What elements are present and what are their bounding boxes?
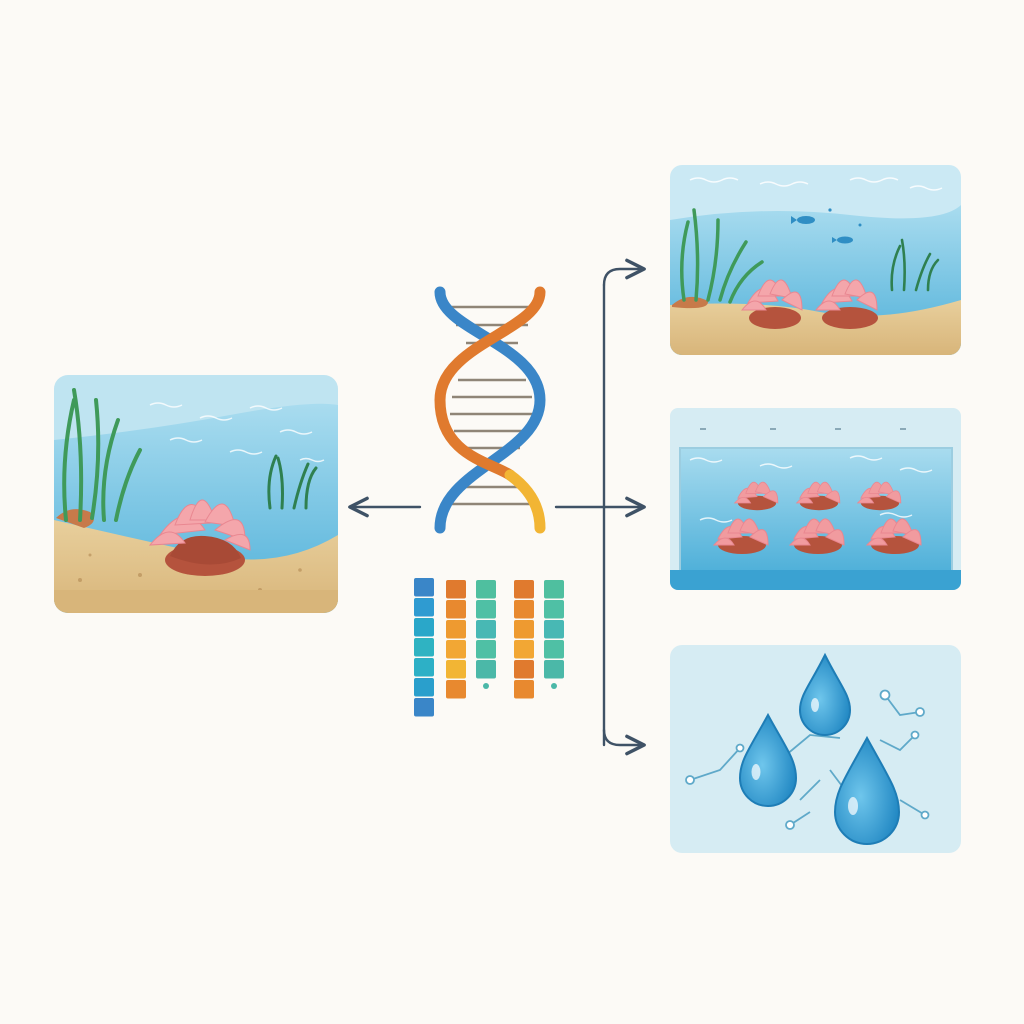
water-droplet-icon [798,652,852,736]
sequence-cell [544,620,564,639]
sequence-cell [446,680,466,699]
sequence-cell [544,600,564,619]
sequence-cell [544,580,564,599]
sequence-cell [544,640,564,659]
sequence-cell [476,600,496,619]
anemone-icon [148,499,251,576]
sequence-cell [446,640,466,659]
seaweed-icon [62,388,142,522]
source-panel [54,375,338,613]
anemone-icon [814,279,878,329]
sequence-cell [446,580,466,599]
sequence-cell [476,580,496,599]
arrow-to-droplets [602,728,646,756]
tank-anemones [712,481,922,554]
network-nodes [685,689,930,830]
anemone-icon [856,481,902,511]
sequence-cell [544,660,564,679]
sequence-cell [476,660,496,679]
sequence-cell [514,660,534,679]
arrow-to-wild [602,258,646,287]
sequence-cell [514,680,534,699]
anemone-icon [740,279,803,329]
anemone-icon [788,518,845,554]
fish-icon [791,208,862,244]
network-lines [689,694,926,826]
anemone-icon [712,518,769,554]
seaweed-icon [680,208,764,304]
sequence-cell [414,578,434,597]
sequence-cell [414,618,434,637]
sequence-cell [446,660,466,679]
anemone-icon [733,481,779,511]
water-droplet-icon [738,712,798,807]
sequence-cell [514,600,534,619]
sequence-cell [514,620,534,639]
sequence-cell [514,580,534,599]
sequence-cell [414,678,434,697]
target-panel-aquarium [670,408,961,590]
sequence-cell [414,698,434,717]
target-panel-wild [670,165,961,355]
anemone-icon [795,481,841,511]
target-panel-droplets [670,645,961,853]
branch-arrows [554,258,646,756]
sequence-bars-icon [414,578,564,717]
sequence-cell [414,638,434,657]
sequence-cell [414,598,434,617]
dna-double-helix-icon [434,286,546,534]
sequence-drip [483,683,489,689]
sequence-cell [446,620,466,639]
water-droplet-icon [833,735,901,845]
sequence-cell [476,620,496,639]
sequence-cell [476,640,496,659]
sequence-cell [414,658,434,677]
anemone-icon [865,518,922,554]
sequence-cell [514,640,534,659]
sequence-cell [446,600,466,619]
sequence-drip [551,683,557,689]
